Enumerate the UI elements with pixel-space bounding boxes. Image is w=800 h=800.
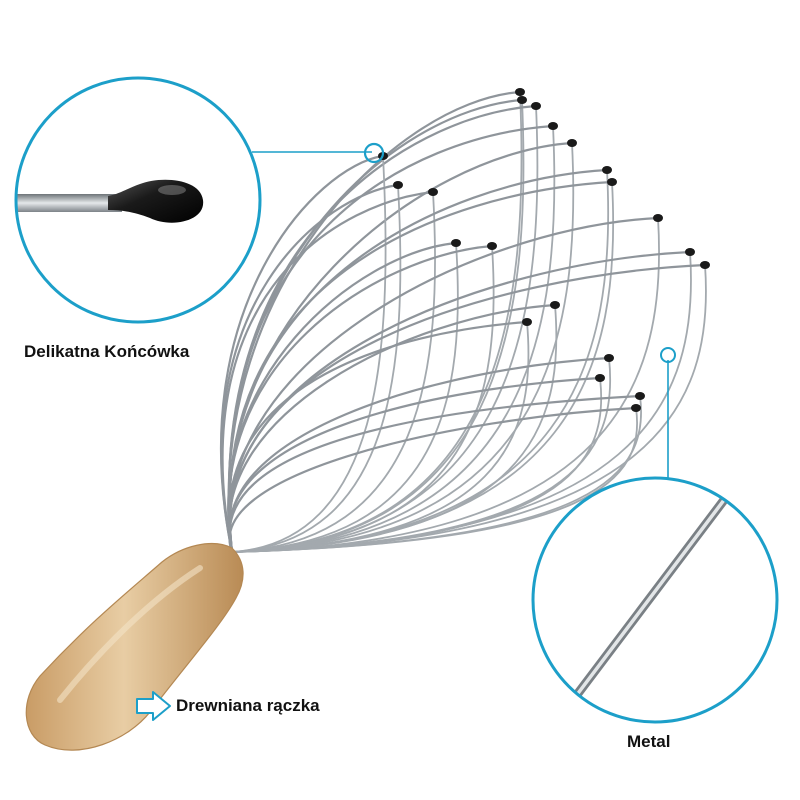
wire-prong (221, 190, 435, 554)
tip-ball (515, 88, 525, 96)
tip-ball (631, 404, 641, 412)
wooden-handle (25, 543, 244, 751)
outline-arrow-right-icon (136, 691, 171, 721)
tip-ball (531, 102, 541, 110)
tip-ball (567, 139, 577, 147)
callout-connectors (252, 151, 669, 486)
wire-prong (231, 304, 558, 553)
wire-prong (228, 303, 557, 554)
wire-prong (231, 377, 603, 553)
tip-ball (522, 318, 532, 326)
tip-ball (685, 248, 695, 256)
wire-prong (228, 216, 660, 554)
tip-ball (517, 96, 527, 104)
tip-ball (428, 188, 438, 196)
wire-prong (227, 320, 529, 554)
metal-marker-circle (660, 347, 676, 363)
wire-prong (231, 191, 436, 553)
tip-ball (550, 301, 560, 309)
tip-label: Delikatna Końcówka (24, 342, 190, 361)
wire-bundle (220, 90, 707, 554)
wire-prong (231, 184, 402, 553)
tip-ball (607, 178, 617, 186)
tip-ball (653, 214, 663, 222)
wire-prong (231, 125, 556, 553)
wire-prong (228, 263, 707, 554)
tip-ball (602, 166, 612, 174)
tip-ball (635, 392, 645, 400)
wire-prong (228, 180, 614, 554)
wire-prong (231, 181, 615, 553)
wire-prong (227, 98, 524, 554)
wire-prong (228, 376, 602, 554)
tip-callout-zoom (14, 76, 262, 324)
metal-callout-zoom (531, 476, 779, 724)
metal-label: Metal (627, 732, 671, 751)
wire-prong (228, 406, 638, 554)
tip-ball (548, 122, 558, 130)
wire-prong (231, 407, 638, 553)
wire-prong (231, 99, 525, 553)
wire-prong (231, 155, 387, 553)
tip-ball (604, 354, 614, 362)
wire-prong (231, 245, 495, 553)
handle-label: Drewniana rączka (176, 696, 320, 715)
wire-prong (231, 264, 707, 553)
tip-marker-circle (363, 142, 385, 164)
wire-prong (231, 242, 459, 553)
wire-prong (228, 394, 642, 554)
tip-ball (487, 242, 497, 250)
tip-ball (393, 181, 403, 189)
tip-ball (700, 261, 710, 269)
tip-ball (595, 374, 605, 382)
tip-ball (451, 239, 461, 247)
wire-prong (228, 124, 555, 554)
